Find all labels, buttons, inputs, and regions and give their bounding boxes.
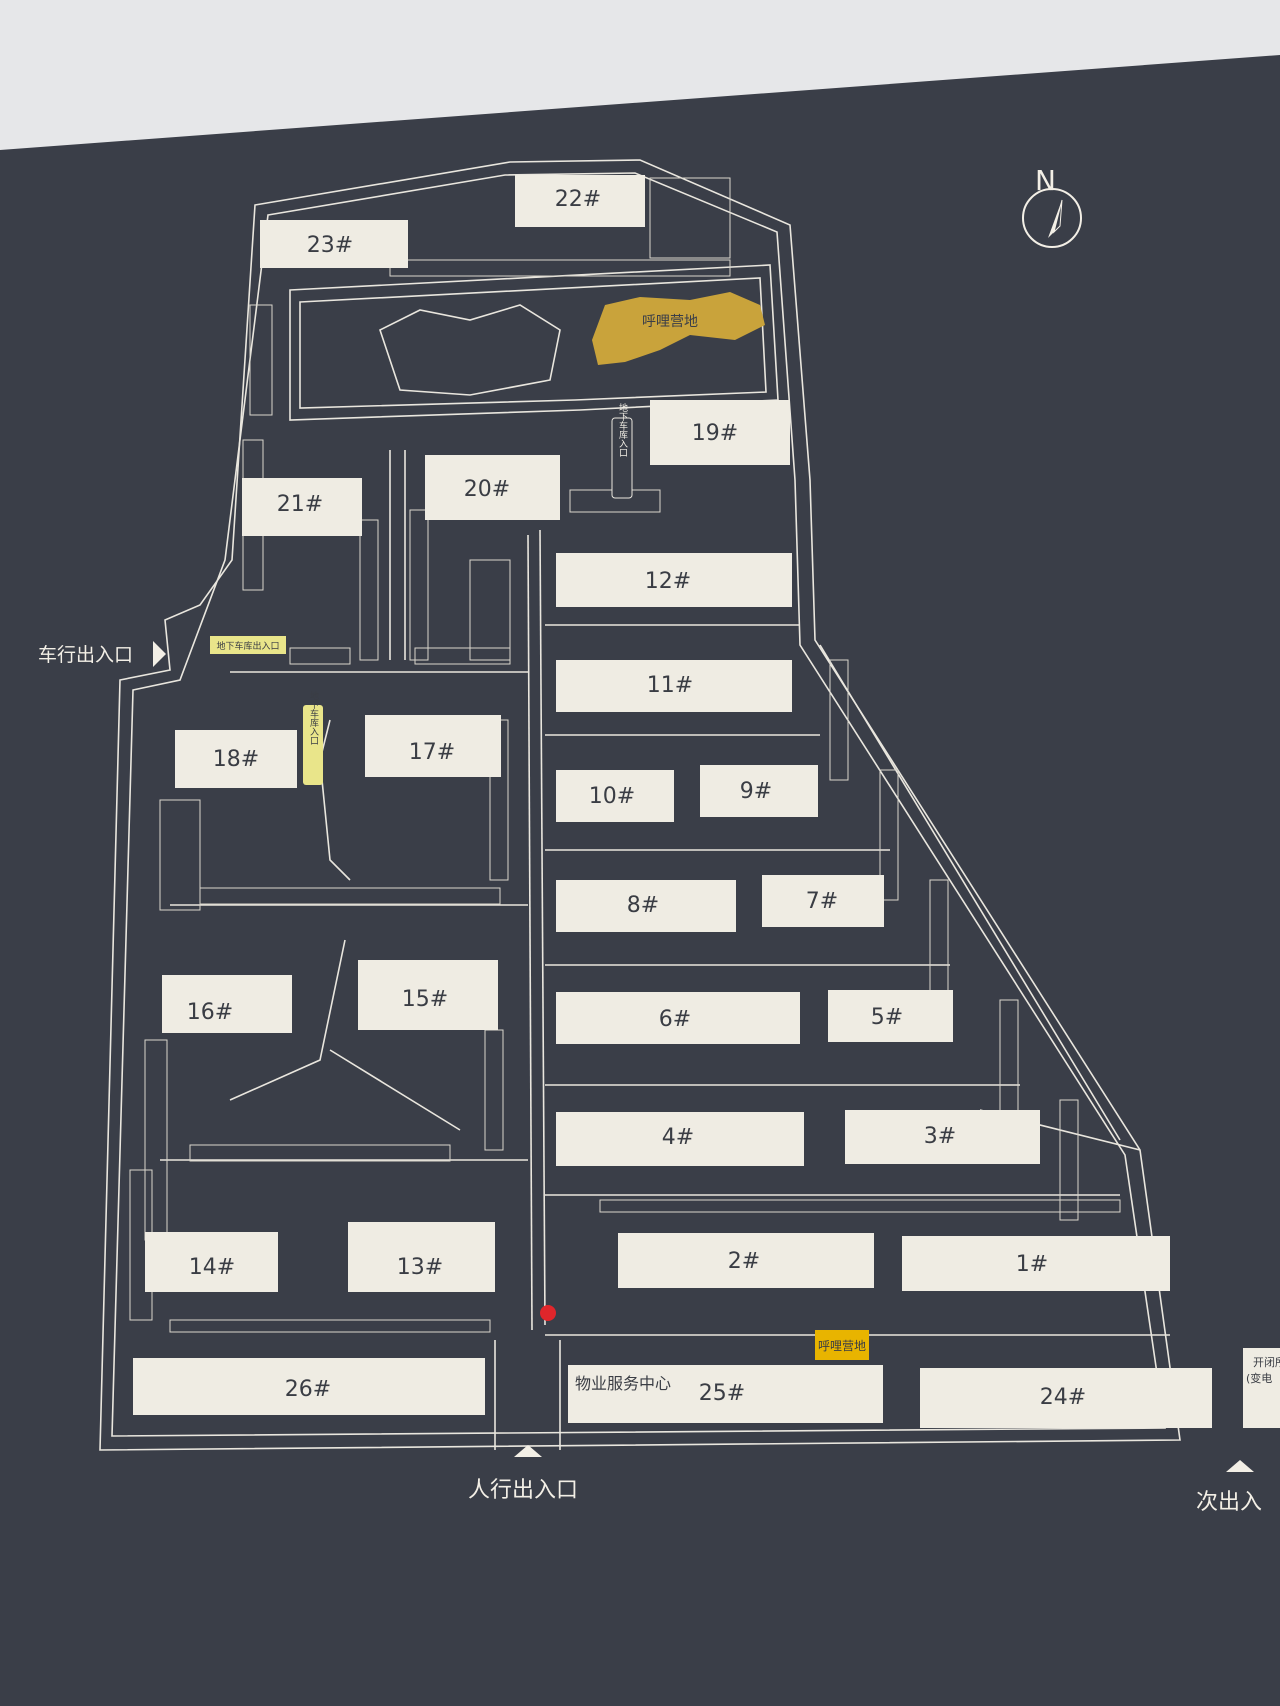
label-17: 17# [409,740,455,765]
building-21 [242,478,362,536]
building-13 [348,1222,495,1292]
compass-letter: N [1035,164,1056,197]
garage-vehicle-label: 地下车库出入口 [216,640,279,652]
building-7 [762,875,884,927]
building-19 [650,400,790,465]
pedestrian-entrance-label: 人行出入口 [468,1478,578,1503]
building-1 [902,1236,1170,1291]
label-10: 10# [589,784,635,809]
switch-station-line1: 开闭所 [1253,1356,1280,1369]
building-14 [145,1232,278,1292]
building-11 [556,660,792,712]
vehicle-entrance-label: 车行出入口 [38,644,133,666]
label-2: 2# [728,1249,760,1274]
building-20 [425,455,560,520]
label-15: 15# [402,987,448,1012]
building-3 [845,1110,1040,1164]
camp-south-tag [815,1330,869,1360]
label-25: 25# [699,1381,745,1406]
label-6: 6# [659,1007,691,1032]
building-12 [556,553,792,607]
label-19: 19# [692,421,738,446]
garage-vehicle-tag [210,636,286,654]
building-10 [556,770,674,822]
road-network [99,159,1181,1451]
building-labels: 23# 22# 19# 20# 21# 12# 11# 10# 9# 8# 7#… [187,187,1086,1410]
garage-entrance-a-label: 地下车库入口 [308,690,319,745]
label-26: 26# [285,1377,331,1402]
label-9: 9# [740,779,772,804]
label-24: 24# [1040,1385,1086,1410]
label-7: 7# [806,889,838,914]
building-23 [260,220,408,268]
building-6 [556,992,800,1044]
label-1: 1# [1016,1252,1048,1277]
label-22: 22# [555,187,601,212]
building-22 [515,175,645,227]
property-service-label: 物业服务中心 [575,1374,671,1393]
garage-entrance-b-label: 地下车库入口 [617,402,628,457]
label-12: 12# [645,569,691,594]
label-21: 21# [277,492,323,517]
building-15 [358,960,498,1030]
garage-entrance-b-tag [611,417,633,499]
building-26 [133,1358,485,1415]
label-3: 3# [924,1124,956,1149]
building-9 [700,765,818,817]
buildings [133,175,1280,1428]
building-17 [365,715,501,777]
building-8 [556,880,736,932]
building-2 [618,1233,874,1288]
building-5 [828,990,953,1042]
garage-entrance-a-tag [303,705,323,785]
label-14: 14# [189,1255,235,1280]
label-5: 5# [871,1005,903,1030]
switch-station [1243,1348,1280,1428]
label-18: 18# [213,747,259,772]
building-24 [920,1368,1212,1428]
building-18 [175,730,297,788]
camp-south-label: 呼哩营地 [818,1339,866,1353]
camp-north-area [592,292,765,365]
label-4: 4# [662,1125,694,1150]
secondary-entrance-arrow-icon [1226,1460,1254,1472]
label-20: 20# [464,477,510,502]
building-4 [556,1112,804,1166]
you-are-here-marker [540,1305,556,1321]
label-11: 11# [647,673,693,698]
label-16: 16# [187,1000,233,1025]
camp-north-label: 呼哩营地 [642,314,698,330]
building-16 [162,975,292,1033]
label-8: 8# [627,893,659,918]
label-13: 13# [397,1255,443,1280]
label-23: 23# [307,233,353,258]
pedestrian-entrance-arrow-icon [514,1445,542,1457]
switch-station-line2: (变电 [1246,1371,1272,1385]
vehicle-entrance-arrow-icon [153,641,166,667]
north-arrow-icon [1022,188,1082,248]
secondary-entrance-label: 次出入 [1196,1490,1262,1515]
building-25 [568,1365,883,1423]
